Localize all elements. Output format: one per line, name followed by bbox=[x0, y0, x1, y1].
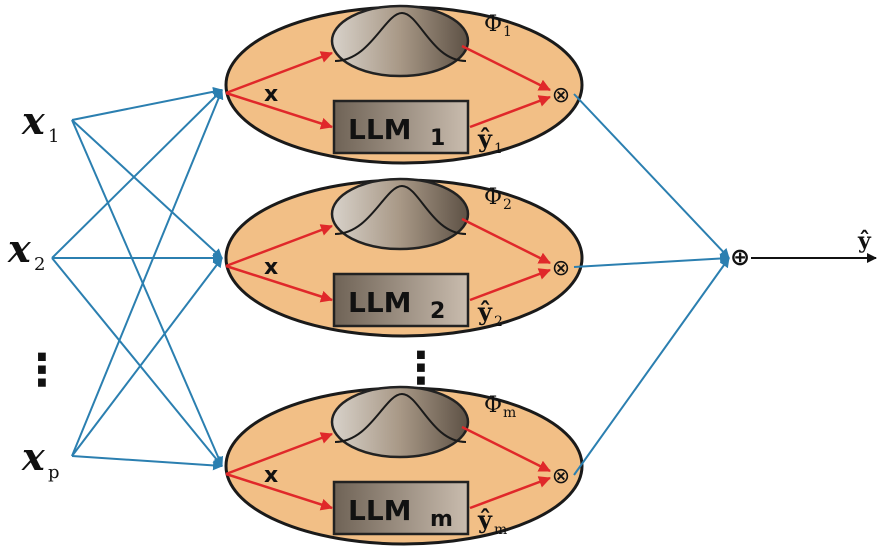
input-1-to-unit-2-line bbox=[71, 119, 223, 259]
svg-text:x: x bbox=[21, 434, 46, 479]
input-x1: x 1 bbox=[21, 98, 59, 147]
sum-node: ⊕ bbox=[730, 243, 750, 271]
gaussian-curve bbox=[334, 11, 467, 62]
unit-vertical-dots: ⋮ bbox=[399, 343, 443, 394]
gaussian-curve bbox=[334, 392, 467, 443]
gaussian-validity-icon bbox=[330, 385, 470, 459]
yhat-to-mult-arrow bbox=[469, 95, 551, 129]
llm-label: LLM bbox=[348, 494, 412, 527]
input-x2: x 2 bbox=[7, 226, 45, 275]
x-label: x bbox=[264, 463, 278, 488]
input-3-to-unit-1-line bbox=[71, 89, 224, 457]
phi-label: Φ bbox=[484, 393, 502, 418]
yhat-subscript: 1 bbox=[494, 141, 503, 157]
input-xp: x p bbox=[21, 434, 60, 483]
llm-box bbox=[332, 480, 470, 536]
svg-text:x: x bbox=[21, 98, 46, 143]
phi-to-mult-arrow bbox=[461, 44, 551, 92]
output-label: ŷ bbox=[857, 228, 872, 254]
svg-text:2: 2 bbox=[34, 254, 45, 275]
multiply-node: ⊗ bbox=[552, 464, 570, 489]
x-to-llm-arrow bbox=[225, 91, 333, 130]
input-2-to-unit-1-line bbox=[51, 89, 223, 259]
llm-box bbox=[332, 272, 470, 328]
gaussian-validity-icon bbox=[330, 4, 470, 78]
svg-text:1: 1 bbox=[48, 126, 59, 147]
yhat-label: ŷ bbox=[477, 297, 493, 326]
svg-text:⊕: ⊕ bbox=[730, 243, 750, 271]
yhat-label: ŷ bbox=[477, 124, 493, 153]
unit-3-to-sum-line bbox=[573, 257, 730, 476]
input-3-to-unit-2-line bbox=[71, 257, 223, 457]
unit-2-to-sum-line bbox=[573, 253, 730, 268]
phi-label: Φ bbox=[484, 185, 502, 210]
x-to-llm-arrow bbox=[225, 264, 333, 303]
llm-box bbox=[332, 99, 470, 155]
unit-to-sum-connections bbox=[573, 93, 730, 476]
llm-label: LLM bbox=[348, 113, 412, 146]
x-to-gaussian-arrow bbox=[225, 224, 333, 268]
yhat-subscript: m bbox=[494, 522, 507, 538]
llm-subscript: m bbox=[430, 507, 453, 532]
llm-subscript: 1 bbox=[430, 126, 445, 151]
gaussian-curve bbox=[334, 184, 467, 235]
input-connections bbox=[51, 86, 224, 471]
x-to-llm-arrow bbox=[225, 472, 333, 511]
gaussian-validity-icon bbox=[330, 177, 470, 251]
svg-text:x: x bbox=[7, 226, 32, 271]
multiply-node: ⊗ bbox=[552, 83, 570, 108]
unit-1-to-sum-line bbox=[573, 93, 730, 259]
input-1-to-unit-3-line bbox=[71, 119, 224, 467]
input-3-to-unit-3-line bbox=[71, 455, 223, 471]
input-2-to-unit-3-line bbox=[51, 257, 223, 467]
x-to-gaussian-arrow bbox=[225, 432, 333, 476]
input-vertical-dots: ⋮ bbox=[20, 345, 64, 396]
llm-label: LLM bbox=[348, 286, 412, 319]
multiply-node: ⊗ bbox=[552, 256, 570, 281]
phi-to-mult-arrow bbox=[461, 425, 551, 473]
svg-text:p: p bbox=[48, 462, 60, 483]
yhat-to-mult-arrow bbox=[469, 476, 551, 510]
phi-label: Φ bbox=[484, 12, 502, 37]
yhat-label: ŷ bbox=[477, 505, 493, 534]
input-1-to-unit-1-line bbox=[71, 86, 223, 121]
phi-to-mult-arrow bbox=[461, 217, 551, 265]
phi-subscript: 1 bbox=[503, 24, 512, 40]
llm-subscript: 2 bbox=[430, 299, 445, 324]
yhat-subscript: 2 bbox=[494, 314, 503, 330]
phi-subscript: 2 bbox=[503, 197, 512, 213]
x-label: x bbox=[264, 82, 278, 107]
x-to-gaussian-arrow bbox=[225, 51, 333, 95]
x-label: x bbox=[264, 255, 278, 280]
yhat-to-mult-arrow bbox=[469, 268, 551, 302]
phi-subscript: m bbox=[503, 405, 516, 421]
